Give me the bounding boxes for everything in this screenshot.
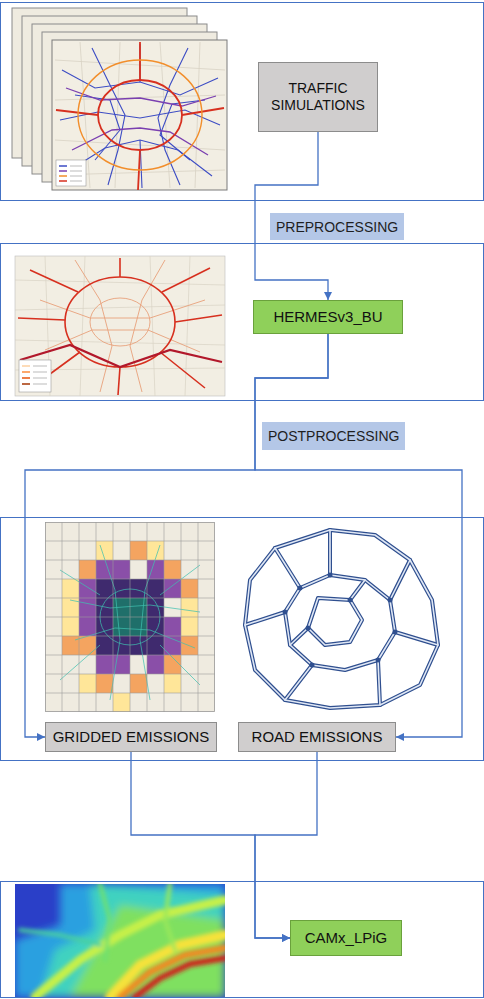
step-label: PREPROCESSING xyxy=(270,213,404,240)
flow-arrow xyxy=(255,334,462,737)
road-traffic-map xyxy=(15,256,225,396)
process-box: HERMESv3_BU xyxy=(253,300,403,334)
flow-arrow xyxy=(131,752,290,938)
process-box: ROAD EMISSIONS xyxy=(238,722,396,752)
flow-arrow xyxy=(255,752,317,938)
panel-frame xyxy=(1,3,484,998)
box-label: HERMESv3_BU xyxy=(273,308,382,326)
step-label: POSTPROCESSING xyxy=(262,422,405,450)
gridded-emissions-map xyxy=(45,522,215,712)
box-label: CAMx_LPiG xyxy=(305,929,388,947)
road-network xyxy=(245,530,438,708)
stacked-maps xyxy=(12,8,227,190)
concentration-heatmap xyxy=(15,884,225,997)
box-label: GRIDDED EMISSIONS xyxy=(53,728,210,746)
flow-arrow xyxy=(25,334,328,737)
box-label: TRAFFIC SIMULATIONS xyxy=(265,80,371,114)
process-box: CAMx_LPiG xyxy=(290,920,402,956)
process-box: TRAFFIC SIMULATIONS xyxy=(258,62,378,132)
process-box: GRIDDED EMISSIONS xyxy=(45,722,217,752)
box-label: ROAD EMISSIONS xyxy=(252,728,383,746)
